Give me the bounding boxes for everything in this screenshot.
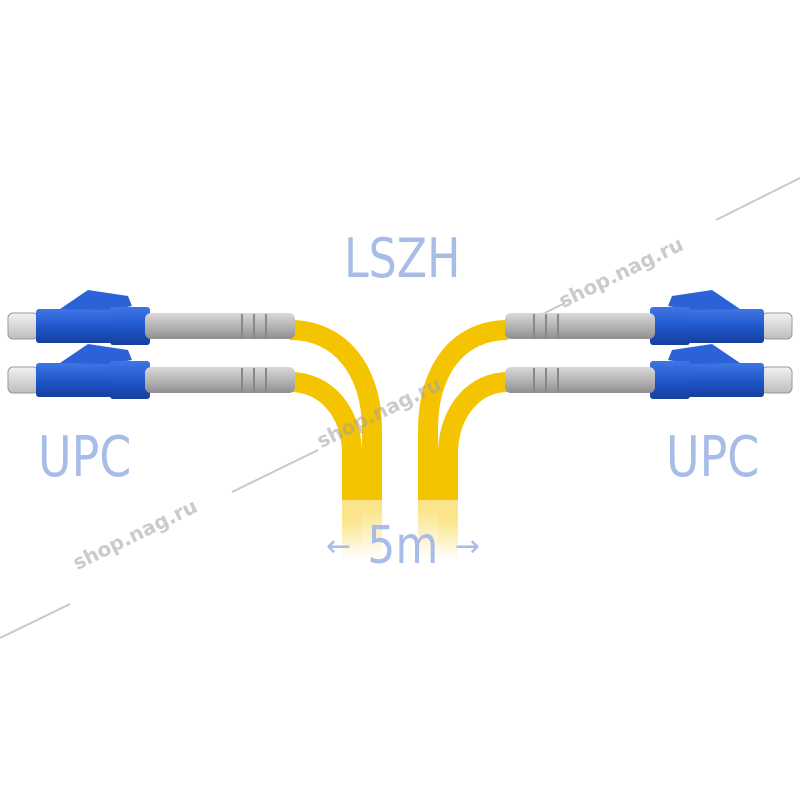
lc-connector-icon [505, 290, 793, 399]
fiber-cable-icon [289, 320, 509, 560]
length-indicator: ← 5m → [318, 516, 488, 576]
jacket-type-label: LSZH [344, 227, 461, 290]
length-value: 5m [367, 516, 439, 576]
arrow-right-icon: → [454, 528, 481, 564]
arrow-left-icon: ← [325, 528, 352, 564]
polish-type-right-label: UPC [666, 425, 760, 490]
lc-connector-icon [7, 290, 295, 399]
polish-type-left-label: UPC [38, 425, 132, 490]
